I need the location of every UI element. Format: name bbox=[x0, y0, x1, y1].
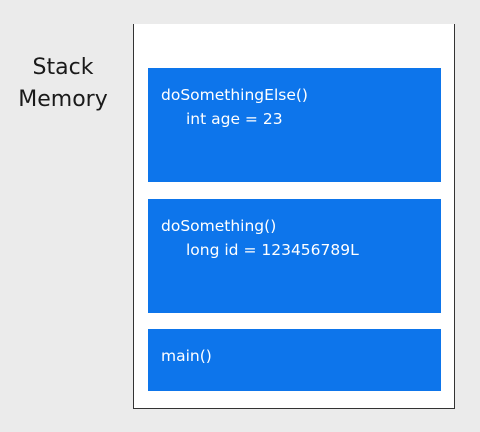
stack-frame-main: main() bbox=[148, 329, 441, 391]
stack-memory-label-line2: Memory bbox=[18, 87, 108, 112]
stack-container: doSomethingElse() int age = 23 doSomethi… bbox=[133, 24, 455, 409]
stack-frame-doSomethingElse: doSomethingElse() int age = 23 bbox=[148, 68, 441, 182]
frame-local-variable: int age = 23 bbox=[186, 110, 283, 128]
stack-memory-label: Stack Memory bbox=[8, 52, 118, 116]
frame-local-variable: long id = 123456789L bbox=[186, 241, 359, 259]
frame-method-name: doSomethingElse() bbox=[161, 86, 308, 104]
stack-frame-doSomething: doSomething() long id = 123456789L bbox=[148, 199, 441, 313]
frame-method-name: main() bbox=[161, 347, 212, 365]
frame-method-name: doSomething() bbox=[161, 217, 277, 235]
stack-memory-label-line1: Stack bbox=[32, 55, 94, 80]
